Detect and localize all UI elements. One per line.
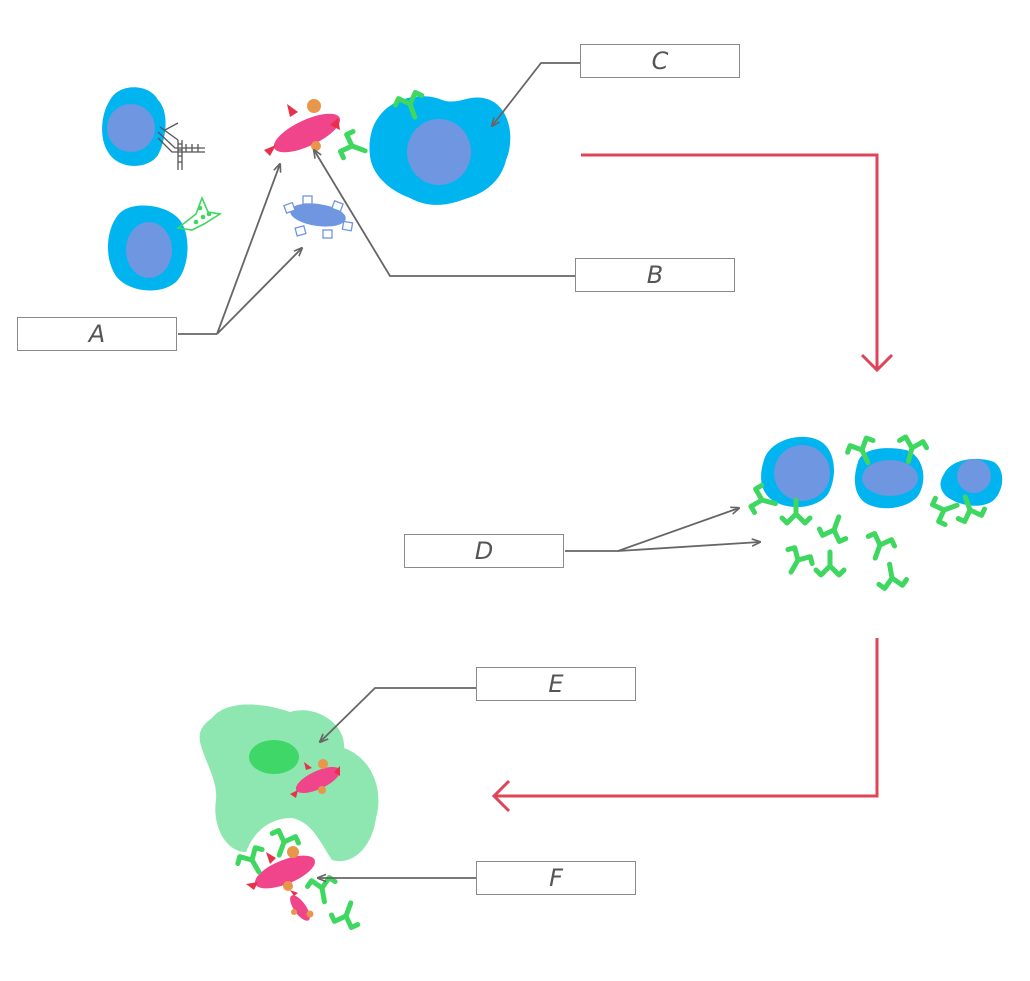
pointer-d-to-cell [617,508,739,552]
label-box-b[interactable]: B [575,258,735,292]
pointer-b [314,150,575,277]
label-box-e[interactable]: E [476,667,636,701]
surface-antibody-icon [339,130,370,164]
label-text-f: F [549,864,563,892]
t-cell-with-receptor [102,87,205,170]
macrophage [199,704,379,862]
pointer-d-to-antibodies [617,542,760,552]
opsonized-pathogens [235,829,364,929]
label-text-e: E [548,670,564,698]
label-box-f[interactable]: F [476,861,636,895]
label-text-a: A [88,320,106,348]
engulfed-pathogen [290,759,341,798]
activated-b-cell [339,91,511,205]
flow-arrow-left [491,638,879,813]
flow-arrow-down [581,153,894,373]
label-text-d: D [474,537,494,565]
free-antibodies [779,512,907,589]
pointer-e [320,687,476,742]
t-cell-receptor-icon [157,122,205,170]
plasma-cells [761,436,1003,509]
pathogen-antigen [264,99,341,156]
label-text-c: C [651,47,669,75]
label-box-c[interactable]: C [580,44,740,78]
pointer-a-to-particle [216,248,302,335]
b-cell-with-receptor [107,195,223,291]
antigen-particle [283,195,354,239]
b-cell-receptor-icon [176,195,223,231]
label-box-a[interactable]: A [17,317,177,351]
label-box-d[interactable]: D [404,534,564,568]
pointer-a-to-pathogen [216,164,280,335]
pointer-c [492,62,580,126]
label-text-b: B [646,261,664,289]
